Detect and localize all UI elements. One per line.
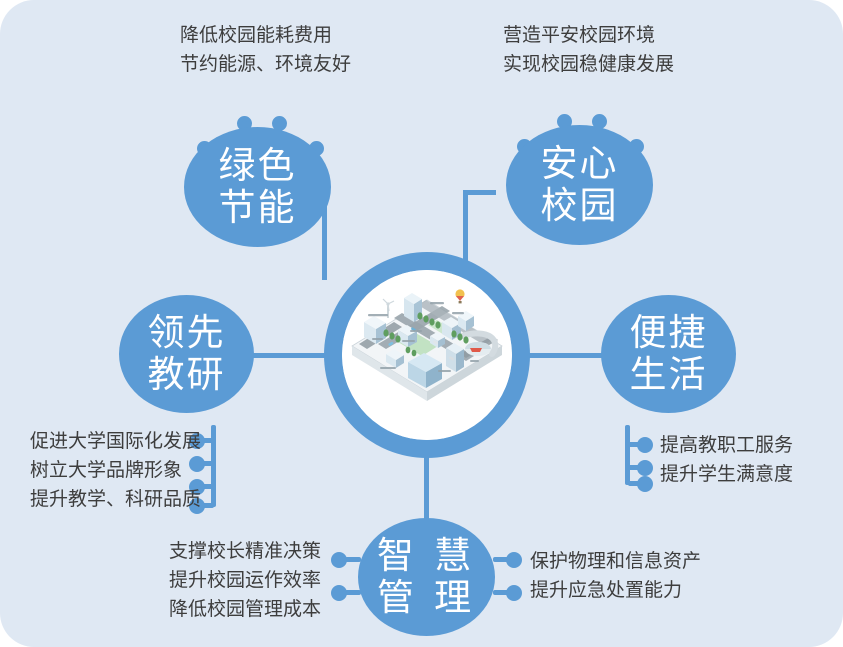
caption-green-energy-line-1: 降低校园能耗费用: [180, 25, 333, 46]
connector-smart-management-to-hub: [424, 440, 429, 530]
caption-safe-campus-line-2: 实现校园稳健康发展: [503, 53, 675, 75]
connector-leading-research-to-hub: [250, 353, 340, 358]
connector-safe-campus-to-hub: [463, 190, 468, 280]
node-green-energy-line1: 绿色: [218, 144, 297, 186]
bullet-dot-convenient-life-3: [637, 476, 653, 492]
bullet-tick-leading-research-1: [202, 438, 214, 443]
bullet-tick-leading-research-3: [202, 484, 214, 489]
caption-leading-research-line-1: 促进大学国际化发展: [30, 431, 202, 452]
node-smart-management[interactable]: 智 慧 管 理: [358, 518, 495, 636]
node-green-energy[interactable]: 绿色 节能: [184, 127, 331, 247]
bullet-dot-leading-research-1: [189, 433, 205, 449]
caption-smart-management-left-line-2: 提升校园运作效率: [168, 569, 321, 591]
bullet-dot-convenient-life-2: [637, 460, 653, 476]
node-safe-campus[interactable]: 安心 校园: [506, 125, 653, 245]
node-convenient-life[interactable]: 便捷 生活: [601, 295, 736, 413]
caption-leading-research-line-2: 树立大学品牌形象: [30, 459, 183, 481]
node-leading-research-line1: 领先: [147, 311, 226, 353]
caption-green-energy: 降低校园能耗费用 节约能源、环境友好: [180, 22, 351, 80]
bullet-tick-convenient-life-1: [628, 442, 640, 447]
caption-leading-research: 促进大学国际化发展 树立大学品牌形象 提升教学、科研品质: [30, 428, 201, 515]
bullet-dot-leading-research-4: [189, 498, 205, 514]
node-smart-management-line2: 管 理: [376, 577, 477, 618]
bullet-tick-leading-research-2: [202, 461, 214, 466]
smart-campus-illustration: [342, 270, 512, 440]
bullet-tick-smart-mgmt-left-1: [345, 557, 361, 562]
bullet-tick-smart-mgmt-left-2: [345, 590, 361, 595]
caption-convenient-life: 提高教职工服务 提升学生满意度: [660, 432, 793, 490]
bullet-dot-smart-mgmt-right-1: [506, 552, 522, 568]
caption-smart-management-left-line-1: 支撑校长精准决策: [168, 541, 321, 562]
node-leading-research-line2: 教研: [147, 354, 226, 395]
bullet-dot-smart-mgmt-left-1: [331, 552, 347, 568]
caption-safe-campus: 营造平安校园环境 实现校园稳健康发展: [503, 22, 674, 80]
node-convenient-life-line1: 便捷: [629, 311, 708, 353]
connector-green-energy-to-hub: [322, 190, 327, 280]
bullet-spine-convenient-life: [625, 425, 630, 485]
caption-smart-management-right: 保护物理和信息资产 提升应急处置能力: [530, 548, 701, 606]
node-safe-campus-line1: 安心: [540, 142, 619, 184]
bullet-tick-convenient-life-3: [628, 481, 640, 486]
caption-green-energy-line-2: 节约能源、环境友好: [180, 53, 352, 75]
caption-smart-management-right-line-2: 提升应急处置能力: [530, 579, 683, 601]
bullet-dot-convenient-life-1: [637, 437, 653, 453]
bullet-dot-smart-mgmt-left-2: [331, 585, 347, 601]
caption-smart-management-left: 支撑校长精准决策 提升校园运作效率 降低校园管理成本: [166, 538, 321, 625]
caption-smart-management-right-line-1: 保护物理和信息资产: [530, 551, 702, 572]
bullet-tick-smart-mgmt-right-2: [493, 590, 509, 595]
hub-circle: [324, 252, 530, 458]
caption-convenient-life-line-1: 提高教职工服务: [660, 435, 794, 456]
node-green-energy-line2: 节能: [218, 187, 297, 228]
node-convenient-life-line2: 生活: [629, 354, 708, 395]
bullet-dot-leading-research-3: [189, 479, 205, 495]
node-leading-research[interactable]: 领先 教研: [119, 295, 254, 413]
bullet-dot-leading-research-2: [189, 456, 205, 472]
connector-safe-campus-elbow: [463, 190, 496, 195]
caption-convenient-life-line-2: 提升学生满意度: [660, 463, 794, 485]
connector-convenient-life-to-hub: [513, 353, 603, 358]
caption-smart-management-left-line-3: 降低校园管理成本: [168, 598, 321, 620]
node-safe-campus-line2: 校园: [540, 185, 619, 226]
caption-safe-campus-line-1: 营造平安校园环境: [503, 25, 656, 46]
bullet-tick-convenient-life-2: [628, 465, 640, 470]
bullet-dot-smart-mgmt-right-2: [506, 585, 522, 601]
bullet-tick-smart-mgmt-right-1: [493, 557, 509, 562]
bullet-spine-leading-research: [211, 425, 216, 507]
bullet-tick-leading-research-4: [202, 503, 214, 508]
caption-leading-research-line-3: 提升教学、科研品质: [30, 488, 202, 510]
node-smart-management-line1: 智 慧: [376, 534, 477, 576]
